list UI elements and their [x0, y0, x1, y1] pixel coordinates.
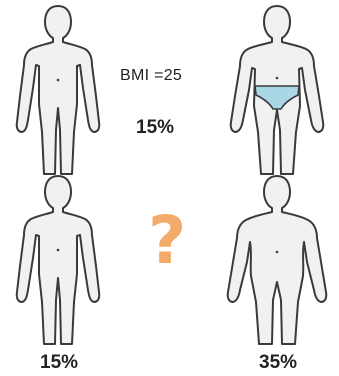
- bottom-left-body-fat-percent: 15%: [40, 352, 78, 374]
- figure-top-left-slim: [3, 2, 113, 180]
- figure-bottom-left-slim: [3, 172, 113, 350]
- top-body-fat-percent: 15%: [136, 117, 174, 139]
- bmi-label: BMI =25: [120, 67, 182, 85]
- average-body-icon: [218, 2, 336, 180]
- slim-body-icon: [3, 172, 113, 350]
- slim-body-icon: [3, 2, 113, 180]
- figure-bottom-right-heavier: [216, 172, 338, 350]
- figure-top-right-bmi25: [218, 2, 336, 180]
- bottom-right-body-fat-percent: 35%: [259, 352, 297, 374]
- heavier-body-icon: [216, 172, 338, 350]
- question-mark-icon: ?: [148, 208, 186, 274]
